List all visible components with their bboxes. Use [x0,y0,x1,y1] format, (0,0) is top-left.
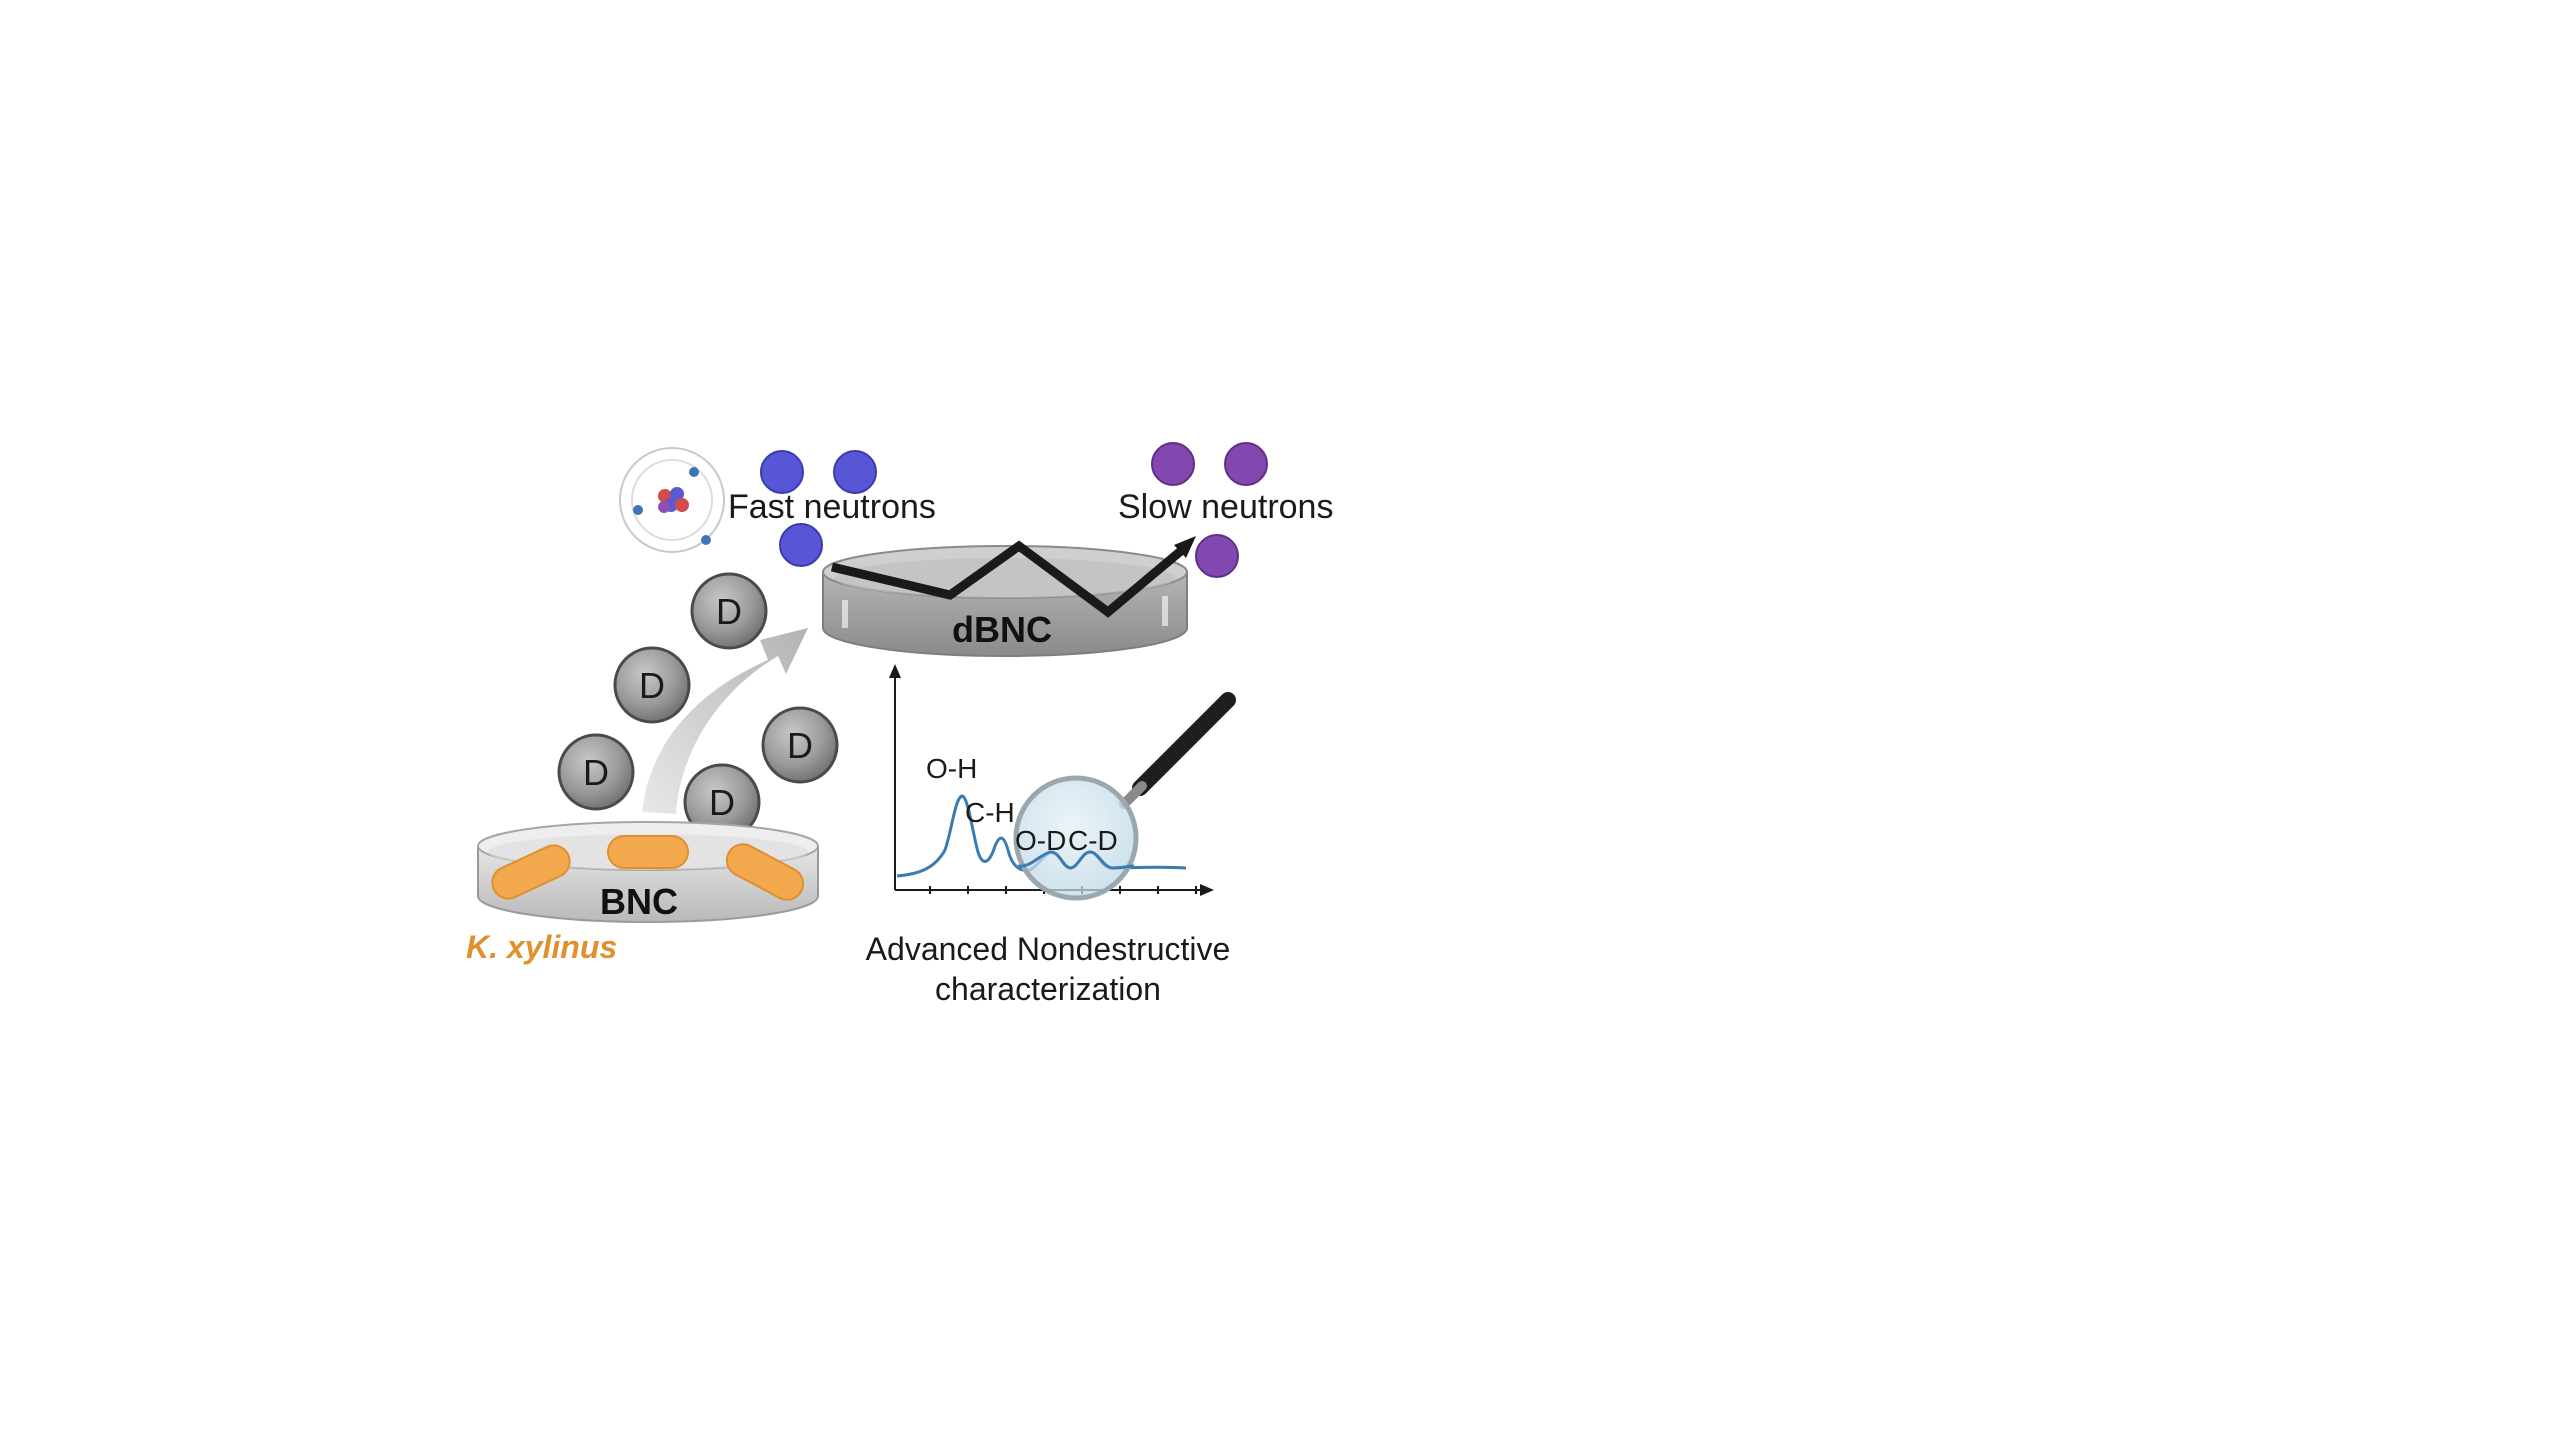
organism-label: K. xylinus [466,929,617,965]
peak-label-od: O-D [1015,825,1066,856]
deuterium-atom: D [683,763,761,841]
peak-label-oh: O-H [926,753,977,784]
fast-neutron [760,450,804,494]
svg-text:D: D [716,591,742,632]
caption-line-2: characterization [935,971,1161,1007]
peak-label-cd: C-D [1068,825,1118,856]
magnifier-icon [1013,692,1236,901]
slow-neutrons-label: Slow neutrons [1118,488,1333,526]
dbnc-label: dBNC [952,609,1052,650]
svg-text:D: D [787,725,813,766]
slow-neutron [1195,534,1239,578]
slow-neutron [1224,442,1268,486]
caption-line-1: Advanced Nondestructive [866,931,1231,967]
fast-neutron [833,450,877,494]
deuterium-atom: D [690,572,768,650]
arrow-icon [642,628,808,814]
slow-neutron [1151,442,1195,486]
svg-text:D: D [709,782,735,823]
neutron-path-arrow [830,536,1196,618]
atom-icon [619,447,725,553]
svg-text:D: D [639,665,665,706]
deuterium-atom: D [613,646,691,724]
peak-label-ch: C-H [965,797,1015,828]
fast-neutrons [760,450,877,567]
deuterium-atom: D [761,706,839,784]
svg-text:D: D [583,752,609,793]
fast-neutrons-label: Fast neutrons [728,488,936,526]
slow-neutrons [1151,442,1268,578]
bacterium-icon [491,835,805,901]
fast-neutron [779,523,823,567]
deuterium-atom: D [557,733,635,811]
bnc-label: BNC [600,881,678,922]
